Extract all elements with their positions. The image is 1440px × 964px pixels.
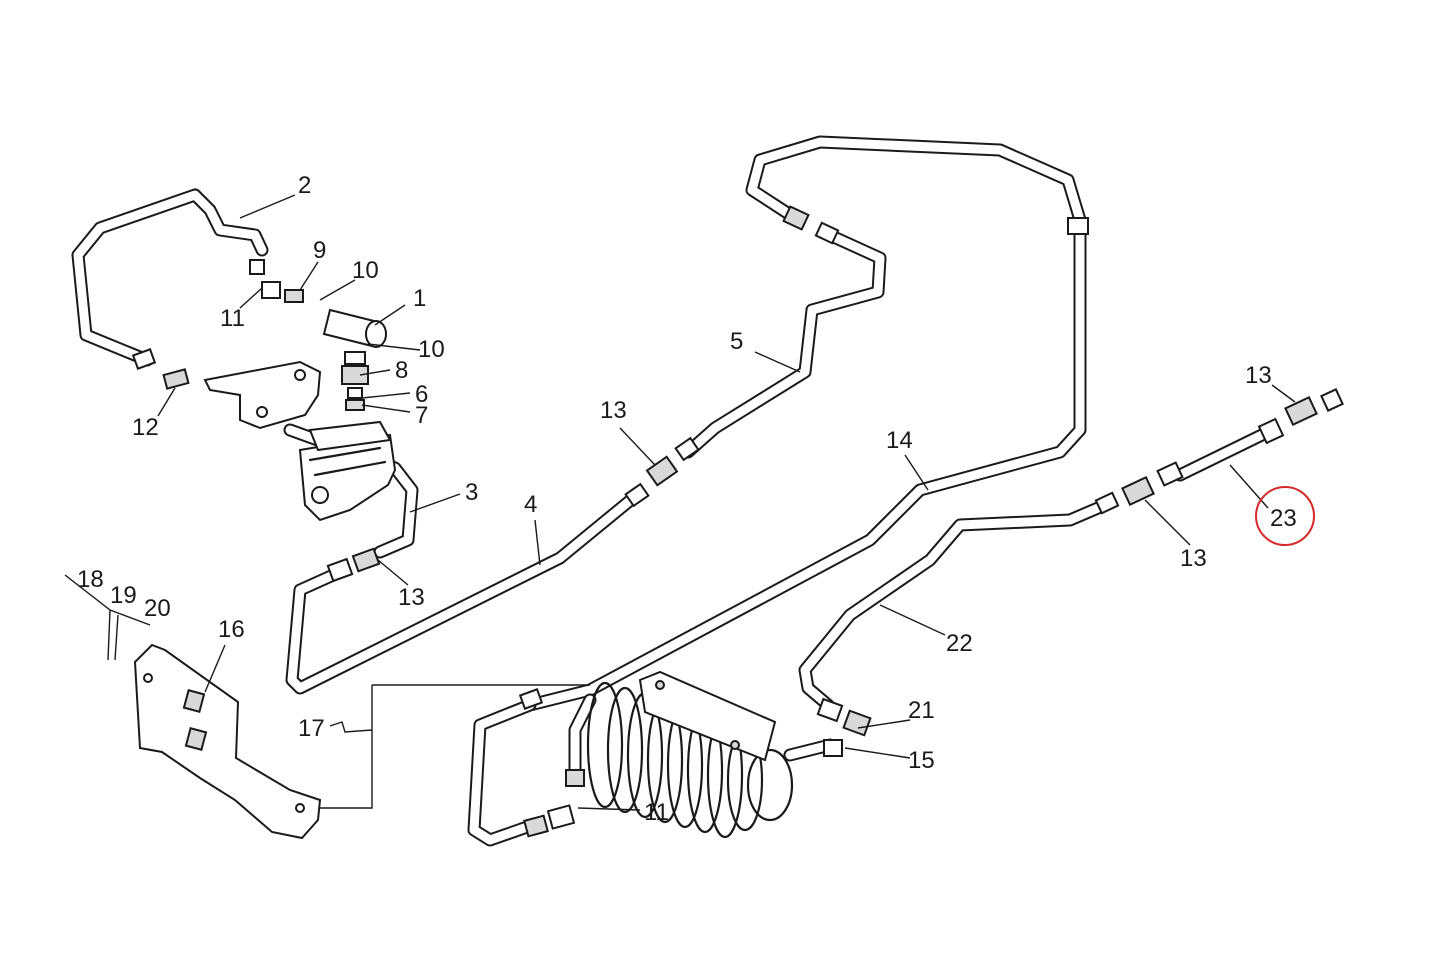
pipe-2 [71,188,269,367]
pipe-4 [285,487,645,695]
callout-13-lower-left: 13 [398,584,425,611]
callout-20: 20 [144,595,171,622]
pipe-23 [1173,425,1275,482]
mounting-bracket-upper [203,360,322,430]
callout-1: 1 [413,285,426,312]
callout-19: 19 [110,582,137,609]
air-dryer-cylinder [322,308,387,348]
pipe-14-lower [467,698,537,847]
callout-8: 8 [395,357,408,384]
callout-3: 3 [465,479,478,506]
callout-17: 17 [298,715,325,742]
coiled-hose [586,670,794,839]
callout-21: 21 [908,697,935,724]
callout-23: 23 [1270,505,1297,532]
callout-12: 12 [132,414,159,441]
callout-22: 22 [946,630,973,657]
callout-13-lower-right: 13 [1180,545,1207,572]
pipes [71,135,1275,847]
chassis-bracket [133,643,322,840]
callout-labels: 2 9 10 1 10 8 6 7 11 12 3 13 4 13 5 14 1… [77,172,1297,826]
callout-2: 2 [298,172,311,199]
callout-13-middle: 13 [600,397,627,424]
valve-stack [341,351,369,411]
fittings [131,205,1344,838]
callout-5: 5 [730,328,743,355]
highlight-circle [1255,486,1315,546]
leader-lines [64,194,1296,811]
callout-10-upper: 10 [352,257,379,284]
callout-4: 4 [524,491,537,518]
callout-13-upper-right: 13 [1245,362,1272,389]
callout-11-upper: 11 [220,305,245,332]
callout-16: 16 [218,616,245,643]
callout-15: 15 [908,747,935,774]
callout-6: 6 [415,381,428,408]
compressor-assembly [298,420,397,522]
pipe-22 [798,498,1112,712]
callout-14: 14 [886,427,913,454]
callout-9: 9 [313,237,326,264]
pipe-5 [681,226,887,459]
callout-10-lower: 10 [418,336,445,363]
callout-7: 7 [415,402,428,429]
callout-18: 18 [77,566,104,593]
callout-11-lower: 11 [644,799,669,826]
